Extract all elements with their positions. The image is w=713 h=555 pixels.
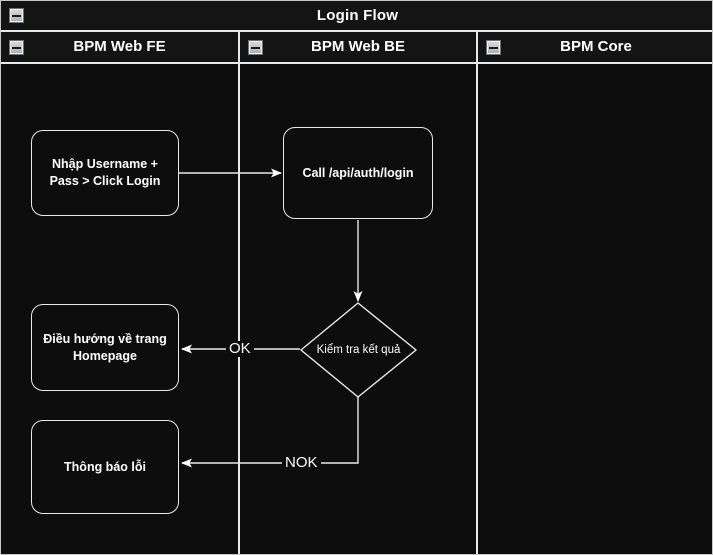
- pool-title-bar: Login Flow: [1, 1, 712, 32]
- lane-collapse-icon-bpm-web-fe[interactable]: [9, 40, 24, 55]
- lane-divider-1: [238, 32, 240, 554]
- lane-header-bpm-web-fe: BPM Web FE: [1, 32, 238, 64]
- pool-title-label: Login Flow: [316, 7, 399, 24]
- flow-label-nok: NOK: [282, 455, 321, 471]
- lane-collapse-icon-bpm-web-be[interactable]: [248, 40, 263, 55]
- task-show-error[interactable]: Thông báo lỗi: [31, 420, 179, 514]
- lane-bpm-core: BPM Core: [478, 32, 712, 554]
- flow-label-ok: OK: [226, 341, 254, 357]
- lane-divider-2: [476, 32, 478, 554]
- gateway-check-result[interactable]: Kiểm tra kết quả: [301, 303, 416, 397]
- gateway-label-check-result: Kiểm tra kết quả: [316, 344, 401, 356]
- task-label-call-login-api: Call /api/auth/login: [302, 165, 414, 180]
- pool-collapse-icon[interactable]: [9, 8, 24, 23]
- task-label-show-error: Thông báo lỗi: [64, 459, 146, 474]
- lane-label-bpm-core: BPM Core: [560, 38, 632, 55]
- lane-collapse-icon-bpm-core[interactable]: [486, 40, 501, 55]
- lane-label-bpm-web-be: BPM Web BE: [311, 38, 405, 55]
- lane-bpm-web-be: BPM Web BE: [240, 32, 476, 554]
- lane-header-bpm-core: BPM Core: [478, 32, 712, 64]
- lane-label-bpm-web-fe: BPM Web FE: [73, 38, 166, 55]
- task-call-login-api[interactable]: Call /api/auth/login: [283, 127, 433, 219]
- task-input-credentials[interactable]: Nhập Username + Pass > Click Login: [31, 130, 179, 216]
- task-redirect-homepage[interactable]: Điều hướng về trang Homepage: [31, 304, 179, 391]
- lane-header-bpm-web-be: BPM Web BE: [240, 32, 476, 64]
- task-label-input-credentials: Nhập Username + Pass > Click Login: [49, 157, 161, 188]
- task-label-redirect-homepage: Điều hướng về trang Homepage: [43, 331, 167, 363]
